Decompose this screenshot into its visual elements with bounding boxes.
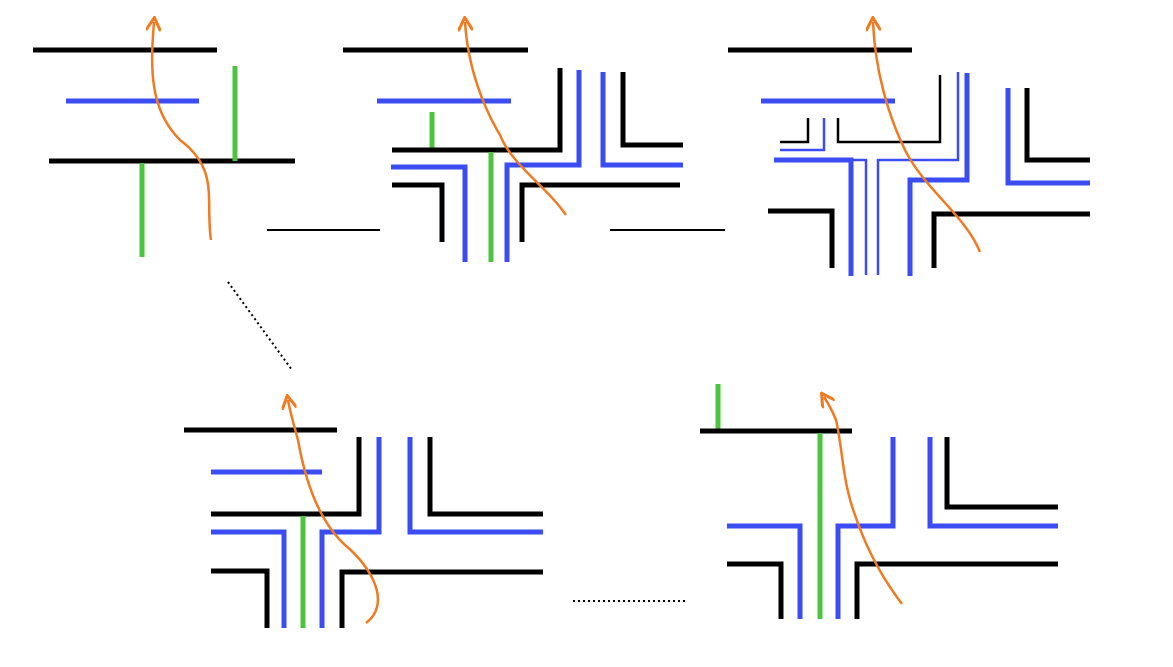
black-corner [1024, 88, 1090, 163]
panel-2 [343, 22, 683, 262]
orange-path [873, 22, 982, 253]
black-corner [392, 68, 563, 153]
blue-corner [319, 437, 382, 628]
orange-path [465, 22, 568, 216]
orange-path [152, 22, 213, 241]
black-corner [620, 72, 683, 148]
black-corner [519, 182, 680, 242]
black-corner [727, 561, 784, 619]
panel-3 [728, 22, 1090, 276]
black-corner [339, 569, 543, 628]
blue-corner [927, 437, 1058, 529]
blue-corner [727, 523, 803, 619]
black-corner-thin [836, 75, 942, 144]
black-corner [211, 437, 362, 517]
panel-1 [33, 22, 295, 257]
blue-corner [600, 72, 683, 168]
blue-corner [774, 157, 854, 276]
blue-corner [504, 70, 582, 262]
gray-region [774, 165, 848, 188]
black-corner [392, 182, 445, 242]
black-corner [427, 437, 543, 517]
blue-corner [211, 529, 287, 628]
black-corner [211, 568, 270, 628]
panel-5 [700, 384, 1058, 619]
blue-corner [907, 73, 970, 276]
blue-corner [835, 437, 896, 619]
orange-path [288, 400, 380, 624]
blue-corner [1005, 88, 1090, 186]
blue-corner-thin [780, 118, 826, 152]
black-corner [944, 437, 1058, 510]
black-corner [931, 211, 1090, 268]
arrow-dotted-1-to-4 [227, 281, 293, 371]
orange-path [824, 397, 903, 605]
black-corner-thin [780, 118, 810, 144]
black-corner [768, 208, 835, 268]
blue-corner-thin [876, 72, 960, 275]
black-corner [854, 561, 1058, 619]
blue-corner [391, 164, 468, 262]
blue-corner [407, 437, 543, 535]
panel-4 [184, 400, 543, 628]
